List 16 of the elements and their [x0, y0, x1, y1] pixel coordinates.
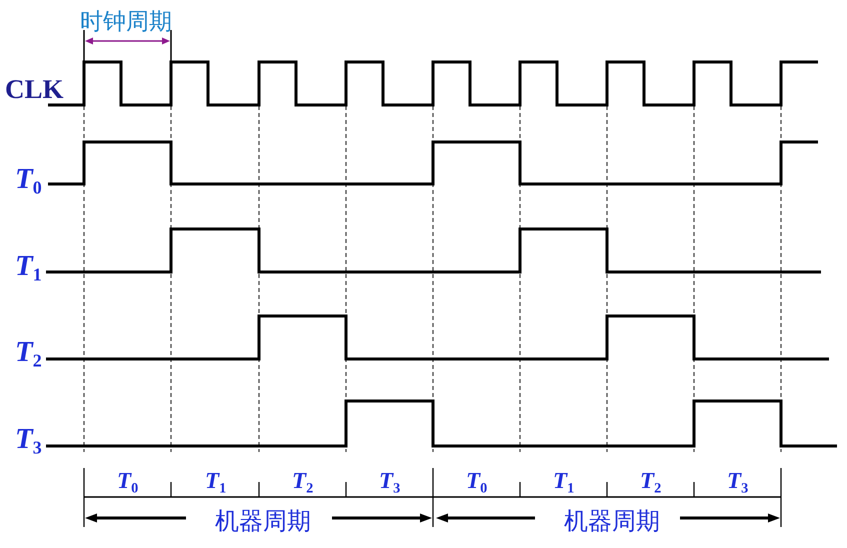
phase-label: T$_{3}$ [379, 469, 400, 492]
dimension-label: 机器周期 [215, 509, 311, 533]
phase-label: T$_{3}$ [727, 469, 748, 492]
signal-label: T$_{2}$ [15, 338, 42, 367]
signal-label: T$_{1}$ [15, 252, 42, 281]
signal-label: T$_{3}$ [15, 425, 42, 454]
phase-label: T$_{1}$ [205, 469, 226, 492]
phase-label: T$_{1}$ [553, 469, 574, 492]
phase-label: T$_{0}$ [466, 469, 488, 492]
dimension-label: 时钟周期 [80, 11, 172, 34]
signal-label: T$_{0}$ [15, 165, 42, 194]
phase-label: T$_{0}$ [117, 469, 138, 492]
signal-label: CLK [5, 76, 64, 103]
dimension-label: 机器周期 [564, 509, 660, 533]
phase-label: T$_{2}$ [292, 469, 314, 492]
phase-label: T$_{2}$ [640, 469, 662, 492]
